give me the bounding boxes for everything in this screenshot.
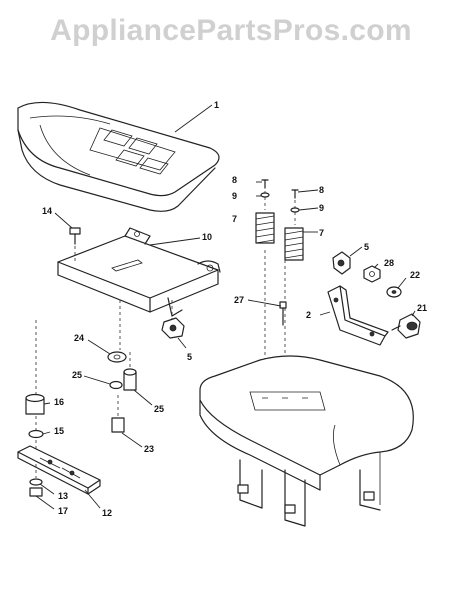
- washer-part-13[interactable]: [29, 478, 43, 486]
- callout-5-right[interactable]: 5: [364, 242, 369, 252]
- washer-part-9-right[interactable]: [290, 207, 300, 213]
- knob-part-5-left[interactable]: [161, 317, 185, 339]
- callout-25-left[interactable]: 25: [72, 370, 82, 380]
- callout-9-left[interactable]: 9: [232, 191, 237, 201]
- bolt-part-23[interactable]: [111, 395, 125, 433]
- callout-8-left[interactable]: 8: [232, 175, 237, 185]
- callout-21[interactable]: 21: [417, 303, 427, 313]
- spacer-part-16[interactable]: [25, 393, 45, 415]
- washer-part-15[interactable]: [28, 429, 44, 439]
- callout-8-right[interactable]: 8: [319, 185, 324, 195]
- callout-25-right[interactable]: 25: [154, 404, 164, 414]
- spring-part-7-left[interactable]: [255, 212, 275, 244]
- bracket-part-2[interactable]: [327, 285, 389, 346]
- callout-22[interactable]: 22: [410, 270, 420, 280]
- spring-part-7-right[interactable]: [284, 227, 304, 261]
- washer-part-9-left[interactable]: [260, 192, 270, 198]
- bolt-part-17[interactable]: [29, 487, 43, 497]
- callout-16[interactable]: 16: [54, 397, 64, 407]
- callout-1[interactable]: 1: [214, 100, 219, 110]
- leader-lines: [35, 104, 416, 510]
- callout-9-right[interactable]: 9: [319, 203, 324, 213]
- seat-pan-part-10[interactable]: [57, 227, 221, 317]
- callout-23[interactable]: 23: [144, 444, 154, 454]
- seat-part-1[interactable]: [17, 101, 220, 212]
- callout-28[interactable]: 28: [384, 258, 394, 268]
- callout-14[interactable]: 14: [42, 206, 52, 216]
- washer-part-22[interactable]: [386, 286, 402, 298]
- washer-part-25a[interactable]: [109, 380, 123, 390]
- knob-part-5-right[interactable]: [332, 251, 351, 275]
- callout-5-left[interactable]: 5: [187, 352, 192, 362]
- callout-13[interactable]: 13: [58, 491, 68, 501]
- callout-17[interactable]: 17: [58, 506, 68, 516]
- tractor-frame: [199, 355, 414, 527]
- callout-7-left[interactable]: 7: [232, 214, 237, 224]
- callout-10[interactable]: 10: [202, 232, 212, 242]
- callout-2[interactable]: 2: [306, 310, 311, 320]
- callout-labels: 1 2 5 5 7 7 8 8 9 9 10 12 13 14 15 16 17…: [42, 100, 427, 518]
- nut-part-28[interactable]: [363, 265, 381, 283]
- bolt-part-8-left[interactable]: [261, 179, 269, 189]
- callout-15[interactable]: 15: [54, 426, 64, 436]
- watermark: AppliancePartsPros.com: [50, 14, 412, 47]
- bolt-part-8-right[interactable]: [291, 189, 299, 199]
- bolt-part-14[interactable]: [69, 227, 81, 245]
- adjuster-part-12[interactable]: [17, 445, 101, 495]
- callout-7-right[interactable]: 7: [319, 228, 324, 238]
- callout-27[interactable]: 27: [234, 295, 244, 305]
- spacer-part-25b[interactable]: [123, 352, 137, 391]
- pin-part-27[interactable]: [279, 301, 287, 326]
- callout-12[interactable]: 12: [102, 508, 112, 518]
- callout-24[interactable]: 24: [74, 333, 84, 343]
- bolt-part-21[interactable]: [391, 313, 421, 339]
- washer-part-24[interactable]: [107, 351, 127, 363]
